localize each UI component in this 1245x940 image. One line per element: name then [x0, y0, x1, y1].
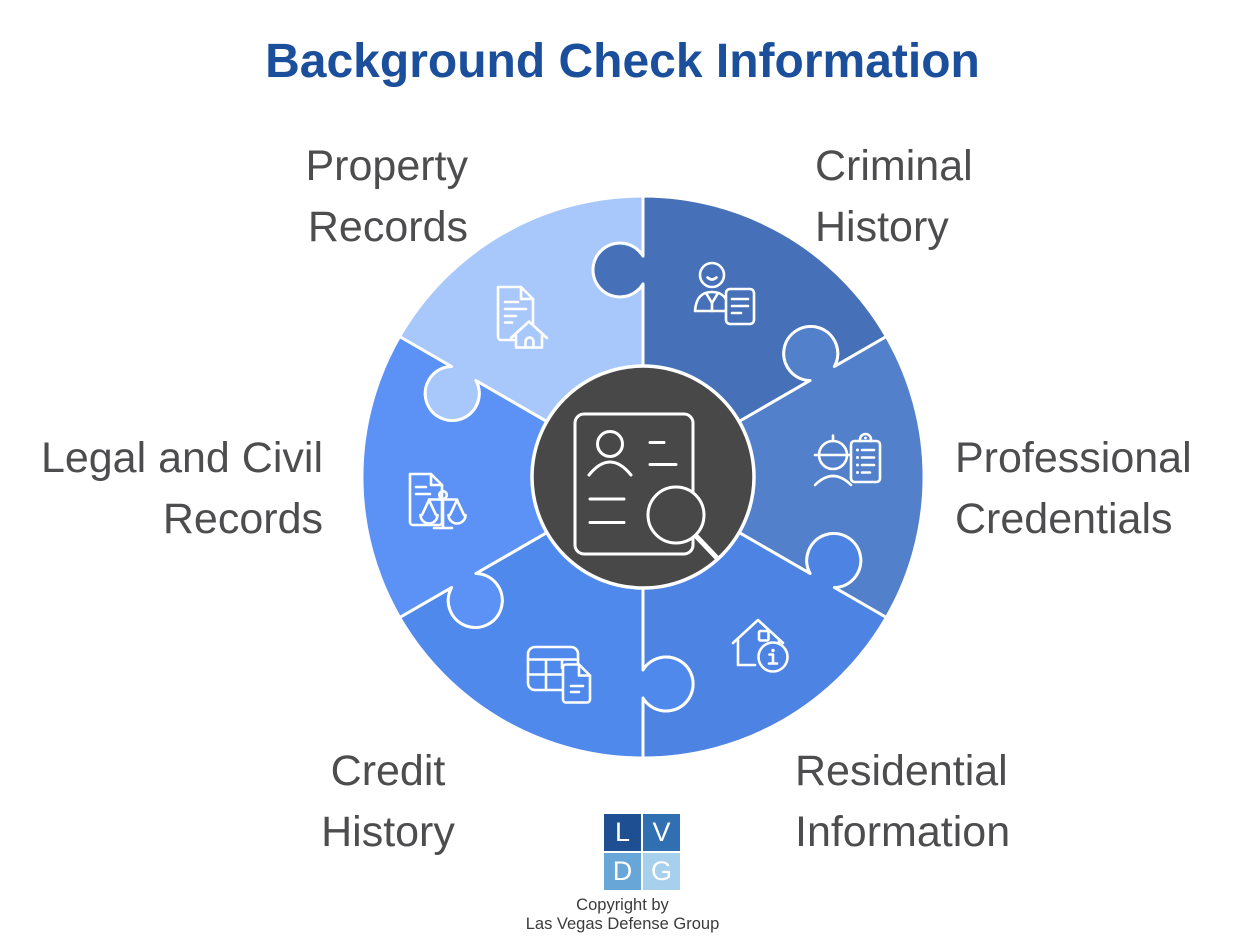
copyright-notice: Copyright by Las Vegas Defense Group — [0, 896, 1245, 934]
logo-tile-l: L — [604, 814, 641, 851]
label-professional-credentials: Professional Credentials — [955, 428, 1192, 550]
label-line: History — [321, 808, 455, 856]
logo-tile-v: V — [643, 814, 680, 851]
label-property-records: Property Records — [305, 136, 468, 258]
label-line: Records — [162, 495, 323, 543]
house-info-icon — [731, 618, 789, 673]
label-line: History — [815, 203, 949, 251]
label-line: Property — [305, 142, 468, 190]
label-line: Legal and Civil — [40, 434, 323, 482]
copyright-line: Copyright by — [576, 896, 669, 914]
label-residential-information: Residential Information — [795, 741, 1010, 863]
magnifier-glass — [646, 485, 706, 545]
logo-letter: L — [614, 817, 631, 847]
worker-clipboard-icon — [813, 432, 882, 487]
document-scales-icon — [408, 472, 467, 530]
label-credit-history: Credit History — [238, 741, 538, 863]
label-criminal-history: Criminal History — [815, 136, 973, 258]
logo-tile-g: G — [643, 853, 680, 890]
label-legal-civil-records: Legal and Civil Records — [41, 428, 323, 550]
label-line: Records — [307, 203, 468, 251]
person-profile-document-icon — [693, 261, 756, 326]
label-line: Information — [795, 808, 1011, 856]
label-line: Residential — [795, 747, 1008, 795]
label-line: Credentials — [955, 495, 1173, 543]
logo-letter: G — [650, 856, 672, 886]
lvdg-logo: L V D G — [604, 814, 680, 890]
document-house-icon — [496, 285, 549, 349]
resume-search-icon — [573, 412, 720, 561]
logo-letter: D — [612, 856, 633, 886]
table-document-icon — [526, 645, 592, 704]
logo-letter: V — [652, 817, 671, 847]
logo-tile-d: D — [604, 853, 641, 890]
page-title: Background Check Information — [265, 35, 980, 89]
label-line: Credit — [330, 747, 446, 795]
label-line: Professional — [955, 434, 1192, 482]
label-line: Criminal — [815, 142, 973, 190]
copyright-line: Las Vegas Defense Group — [525, 915, 720, 933]
